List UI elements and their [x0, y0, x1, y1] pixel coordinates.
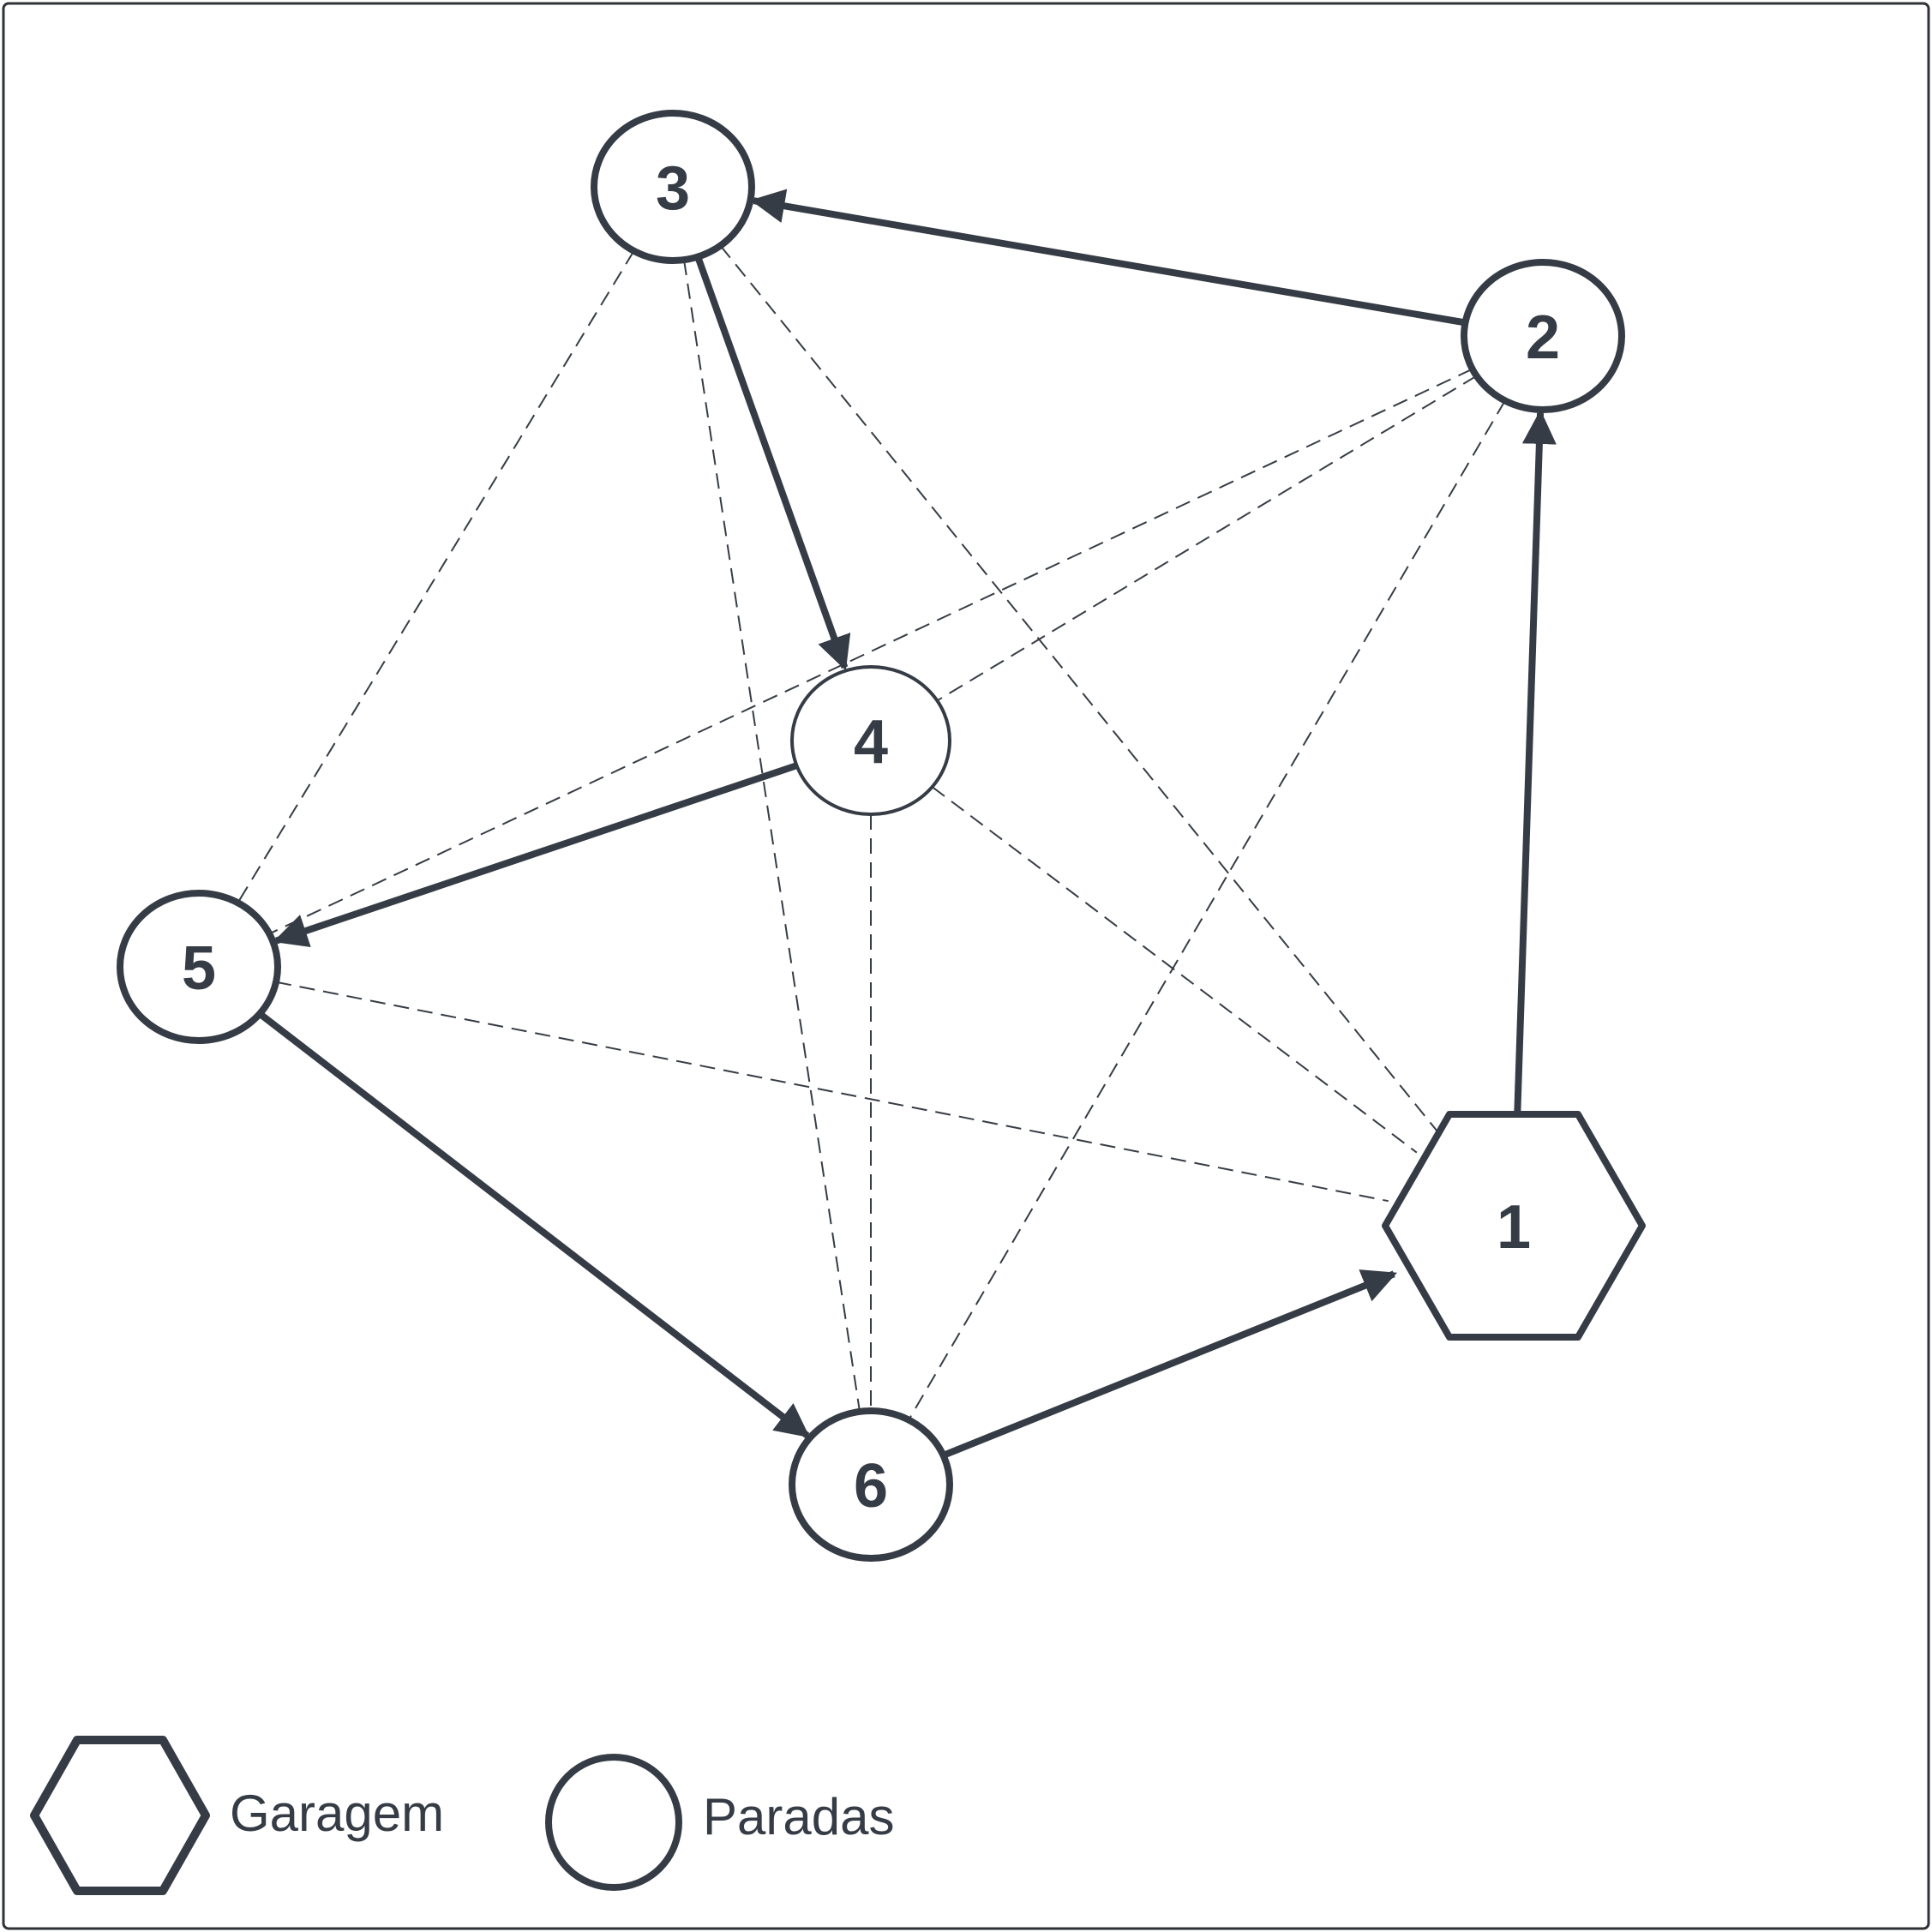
route-edge-3-4 [694, 255, 851, 671]
circle-icon [117, 890, 281, 1044]
legend: Garagem Paradas [30, 1736, 894, 1895]
route-edge-1-2 [1514, 409, 1557, 1115]
node-3: 3 [591, 110, 755, 264]
node-label-5: 5 [182, 934, 216, 1003]
circle-icon [1461, 259, 1625, 413]
node-label-1: 1 [1497, 1193, 1531, 1262]
candidate-edges [237, 244, 1506, 1421]
dashed-edge-3-5 [237, 250, 635, 903]
circle-icon [789, 1407, 953, 1562]
legend-garage: Garagem [30, 1736, 444, 1895]
node-6: 6 [789, 1407, 953, 1562]
legend-stops-label: Paradas [703, 1788, 894, 1845]
dashed-edge-2-4 [936, 375, 1478, 702]
hexagon-icon [30, 1736, 210, 1895]
route-edges [257, 189, 1557, 1459]
dashed-edge-3-6 [683, 259, 861, 1413]
node-2: 2 [1461, 259, 1625, 413]
node-label-6: 6 [854, 1452, 888, 1521]
node-label-3: 3 [656, 154, 690, 223]
legend-garage-label: Garagem [230, 1785, 444, 1842]
legend-stops: Paradas [545, 1754, 894, 1891]
node-5: 5 [117, 890, 281, 1044]
route-edge-2-3 [750, 189, 1467, 327]
nodes: 1 2 3 4 5 6 [117, 110, 1646, 1562]
circle-icon [790, 665, 951, 816]
dashed-edge-2-6 [908, 399, 1506, 1421]
hexagon-icon [1382, 1111, 1646, 1341]
dashed-edge-2-5 [268, 368, 1473, 935]
route-edge-5-6 [257, 1011, 811, 1439]
route-edge-4-5 [273, 762, 798, 948]
dashed-edge-4-1 [931, 786, 1418, 1154]
circle-icon [591, 110, 755, 264]
circle-icon [545, 1754, 682, 1891]
node-4: 4 [790, 665, 951, 816]
dashed-edge-5-1 [275, 981, 1389, 1203]
route-edge-6-1 [942, 1269, 1397, 1459]
node-label-4: 4 [854, 708, 888, 777]
node-1: 1 [1382, 1111, 1646, 1341]
node-label-2: 2 [1526, 303, 1560, 372]
